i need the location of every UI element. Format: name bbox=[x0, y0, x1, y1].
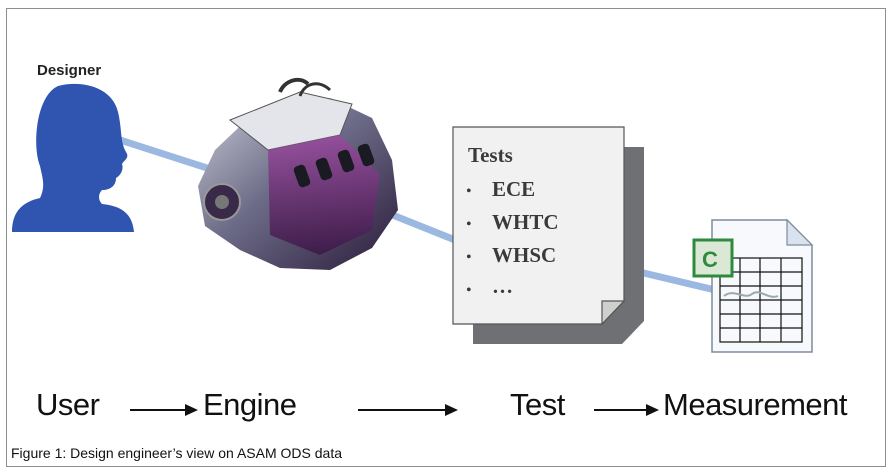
doc-item-1: ECE bbox=[492, 177, 536, 201]
doc-item-2: WHTC bbox=[492, 210, 559, 234]
person-silhouette-icon bbox=[12, 83, 134, 232]
doc-bullet-3: • bbox=[466, 249, 472, 266]
flow-step-engine: Engine bbox=[203, 387, 297, 422]
badge-letter: C bbox=[702, 247, 718, 272]
document-icon bbox=[452, 126, 644, 344]
flow-step-user: User bbox=[36, 387, 100, 422]
figure-caption: Figure 1: Design engineer’s view on ASAM… bbox=[11, 445, 342, 461]
measurement-table-icon: C bbox=[692, 218, 814, 353]
arrow-head-3 bbox=[646, 404, 659, 416]
flow-step-measurement: Measurement bbox=[663, 387, 848, 422]
flow-arrows bbox=[130, 404, 659, 416]
doc-heading: Tests bbox=[468, 143, 513, 167]
doc-item-4: … bbox=[492, 274, 513, 298]
flow-step-test: Test bbox=[510, 387, 565, 422]
doc-item-3: WHSC bbox=[492, 243, 557, 267]
doc-bullet-1: • bbox=[466, 183, 472, 200]
measurement-badge bbox=[692, 238, 734, 278]
doc-bullet-2: • bbox=[466, 216, 472, 233]
doc-bullet-4: • bbox=[466, 282, 472, 299]
engine-image bbox=[198, 77, 398, 270]
designer-label: Designer bbox=[37, 62, 102, 79]
arrow-head-2 bbox=[445, 404, 458, 416]
arrow-head-1 bbox=[185, 404, 198, 416]
